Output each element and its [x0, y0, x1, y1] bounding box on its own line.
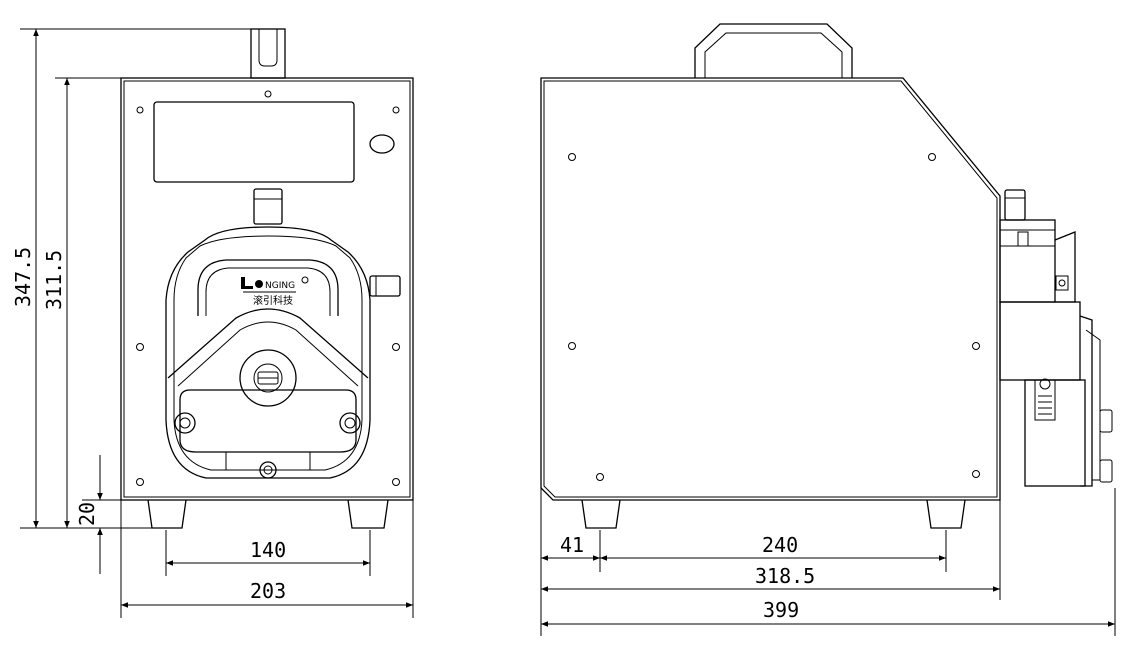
side-pump-head: [999, 189, 1113, 487]
front-handle: [250, 28, 286, 79]
brand-logo-chinese: 滚引科技: [253, 294, 293, 307]
dim-foot-height: 20: [75, 502, 99, 526]
dim-side-foot-spacing: 240: [762, 533, 798, 557]
side-screw-holes: [568, 153, 980, 481]
dim-front-foot-spacing: 140: [250, 538, 286, 562]
display-window: [153, 101, 355, 183]
front-oval-hole: [369, 134, 395, 154]
dim-total-height: 347.5: [11, 247, 35, 307]
brand-logo-text: NGING: [265, 281, 295, 291]
side-view: [540, 23, 1113, 529]
side-handle: [694, 23, 853, 78]
front-dimensions: 347.5 311.5 20 140 203: [11, 28, 414, 618]
side-body-outline: [540, 77, 1001, 501]
dim-body-depth: 318.5: [755, 564, 815, 588]
side-feet: [581, 499, 966, 529]
dim-total-depth: 399: [763, 598, 799, 622]
brand-logo: NGING 滚引科技: [241, 276, 309, 307]
dim-body-height: 311.5: [42, 250, 66, 310]
front-screw-holes: [136, 90, 400, 486]
front-body-outline: [120, 77, 414, 501]
front-view: NGING 滚引科技: [120, 28, 414, 529]
dim-front-foot-offset: 41: [560, 533, 584, 557]
dim-front-width: 203: [250, 579, 286, 603]
front-feet: [147, 499, 389, 529]
side-dimensions: 41 240 318.5 399: [540, 488, 1116, 636]
pump-head: NGING 滚引科技: [165, 188, 401, 479]
